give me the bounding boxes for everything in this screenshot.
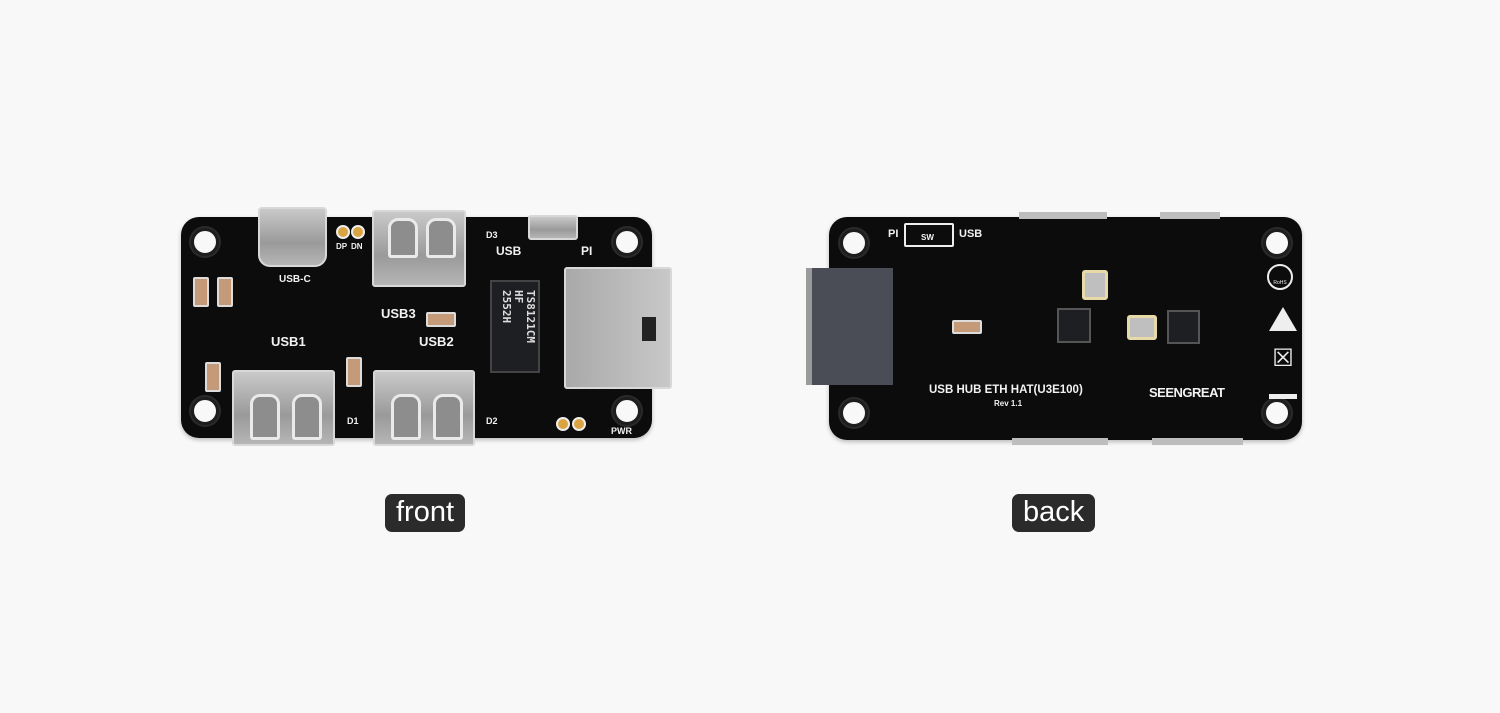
usb-connector-tab xyxy=(1012,438,1108,445)
back-caption: back xyxy=(1012,494,1096,533)
revision: Rev 1.1 xyxy=(994,399,1023,408)
d3-label: D3 xyxy=(486,230,498,240)
switch-outline: SW xyxy=(904,223,954,247)
d1-label: D1 xyxy=(347,416,359,426)
pwr-label: PWR xyxy=(611,426,632,436)
switch-usb-label: USB xyxy=(496,244,522,258)
capacitor xyxy=(952,320,982,334)
usb-c-label: USB-C xyxy=(279,274,311,285)
rj45-back xyxy=(806,268,893,385)
mounting-hole xyxy=(840,399,868,427)
usb-c-port xyxy=(258,207,327,267)
ethernet-controller-chip xyxy=(1167,310,1200,344)
rohs-text: RoHS xyxy=(1273,280,1287,286)
dn-pad xyxy=(351,225,365,239)
dp-label: DP xyxy=(336,242,348,251)
mounting-hole xyxy=(191,228,219,256)
usb-label: USB xyxy=(959,228,983,240)
mounting-hole xyxy=(613,228,641,256)
mounting-hole xyxy=(613,397,641,425)
usb2-port xyxy=(373,370,475,446)
d2-label: D2 xyxy=(486,416,498,426)
mounting-hole xyxy=(191,397,219,425)
mounting-hole xyxy=(1263,229,1291,257)
front-caption: front xyxy=(385,494,466,533)
transformer-text: 2552H xyxy=(500,290,513,324)
usb1-label: USB1 xyxy=(271,334,306,349)
power-source-switch[interactable] xyxy=(528,215,578,240)
pi-label: PI xyxy=(888,228,899,240)
dn-label: DN xyxy=(351,242,363,251)
rohs-icon: RoHS xyxy=(1267,264,1293,290)
hub-controller-chip xyxy=(1057,308,1091,343)
capacitor xyxy=(426,312,456,327)
weee-bar xyxy=(1269,394,1297,399)
switch-pi-label: PI xyxy=(581,244,593,258)
crystal xyxy=(1127,315,1157,340)
usb-connector-tab xyxy=(1160,212,1220,219)
transformer-text: TS8121CM xyxy=(524,290,537,343)
header-pad xyxy=(572,417,586,431)
usb-connector-tab xyxy=(1019,212,1107,219)
mounting-hole xyxy=(840,229,868,257)
capacitor xyxy=(205,362,221,392)
weee-bin-icon: ☒ xyxy=(1272,345,1294,372)
dp-pad xyxy=(336,225,350,239)
usb3-port xyxy=(372,210,466,287)
board-title: USB HUB ETH HAT(U3E100) xyxy=(929,384,1083,396)
sw-label: SW xyxy=(921,233,934,242)
capacitor xyxy=(217,277,233,307)
mounting-hole xyxy=(1263,399,1291,427)
capacitor xyxy=(346,357,362,387)
usb-connector-tab xyxy=(1152,438,1243,445)
transformer-text: HF xyxy=(512,290,525,304)
capacitor xyxy=(193,277,209,307)
brand-logo: SEENGREAT xyxy=(1149,385,1225,400)
usb1-port xyxy=(232,370,335,446)
rj45-port xyxy=(564,267,672,389)
usb3-label: USB3 xyxy=(381,306,416,321)
esd-warning-icon xyxy=(1269,307,1297,331)
back-board: PI SW USB USB HUB ETH HAT(U3E100) Rev 1.… xyxy=(806,212,1302,445)
front-board: USB-C DP DN USB3 D3 USB PI TS8121CM HF 2… xyxy=(181,207,672,446)
header-pad xyxy=(556,417,570,431)
usb2-label: USB2 xyxy=(419,334,454,349)
crystal xyxy=(1082,270,1108,300)
ethernet-transformer: TS8121CM HF 2552H xyxy=(490,280,540,373)
